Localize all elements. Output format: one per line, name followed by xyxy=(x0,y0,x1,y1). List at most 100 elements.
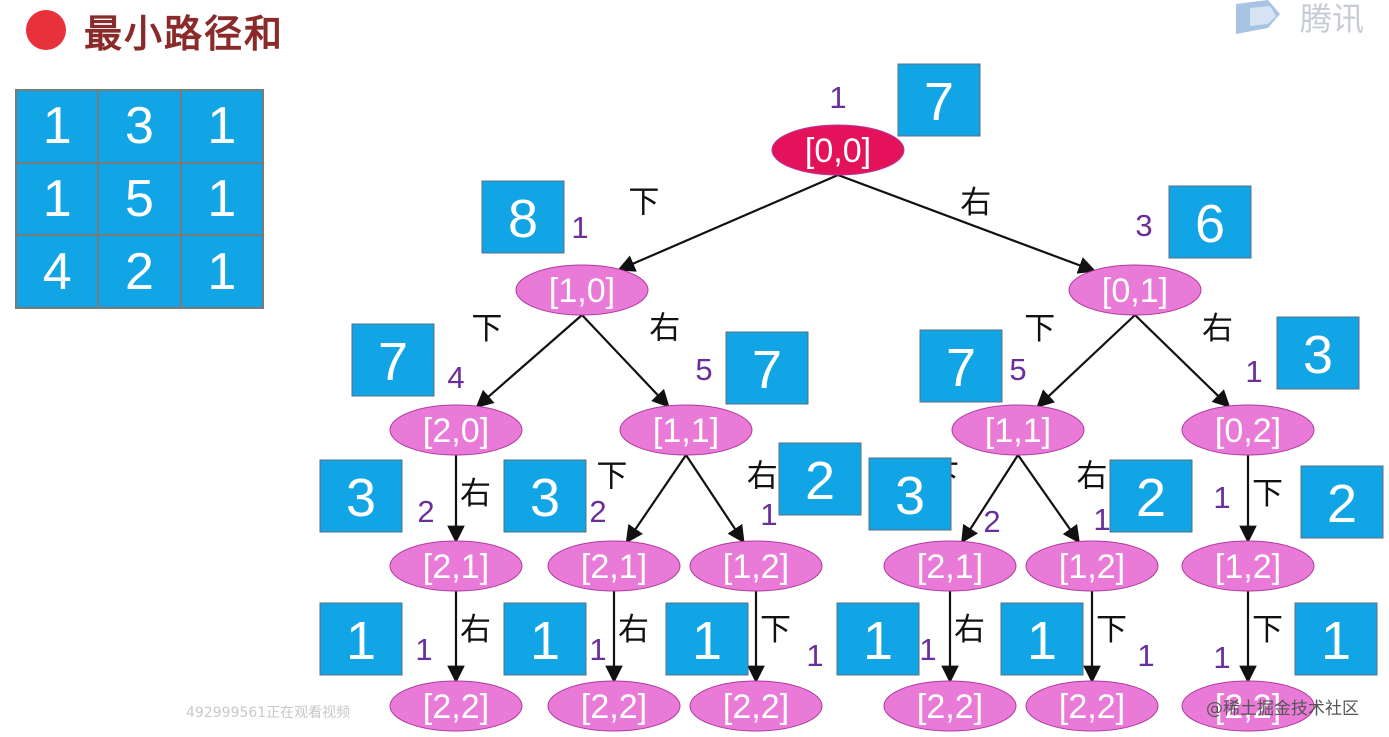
sum-box xyxy=(1276,316,1360,390)
edge-label-down: 下 xyxy=(1096,612,1127,648)
cell-weight: 1 xyxy=(1093,502,1110,537)
edge-label-right: 右 xyxy=(960,185,991,221)
tree-node xyxy=(689,540,823,592)
sum-box xyxy=(1300,465,1384,539)
edge-arrow xyxy=(617,173,839,272)
tree-node xyxy=(1068,264,1202,316)
cell-weight: 1 xyxy=(571,210,588,245)
sum-value: 1 xyxy=(530,611,560,671)
node-label: [1,1] xyxy=(653,412,719,450)
sum-box xyxy=(503,459,587,533)
node-label: [2,2] xyxy=(1059,688,1125,726)
tree-node xyxy=(1025,540,1159,592)
grid-cell-2-1: 2 xyxy=(98,235,181,308)
sum-box xyxy=(319,459,403,533)
sum-value: 7 xyxy=(378,332,408,392)
cell-weight: 1 xyxy=(1245,354,1262,389)
sum-value: 2 xyxy=(1327,474,1357,534)
sum-box xyxy=(778,442,862,516)
cell-weight: 2 xyxy=(983,504,1000,539)
sum-value: 1 xyxy=(346,611,376,671)
edge-label-down: 下 xyxy=(1024,311,1055,347)
sum-value: 2 xyxy=(805,451,835,511)
tree-node xyxy=(547,540,681,592)
cell-weight: 1 xyxy=(760,497,777,532)
edge-label-right: 右 xyxy=(618,612,649,648)
sum-box xyxy=(1168,185,1252,259)
tree-node xyxy=(883,680,1017,732)
cell-weight: 1 xyxy=(1213,640,1230,675)
edge-label-down: 下 xyxy=(471,311,502,347)
cell-weight: 1 xyxy=(829,80,846,115)
sum-box xyxy=(1000,602,1084,676)
sum-box xyxy=(351,323,435,397)
grid-cell-1-2: 1 xyxy=(180,162,263,236)
sum-value: 3 xyxy=(530,468,560,528)
sum-value: 7 xyxy=(946,338,976,398)
node-label: [1,2] xyxy=(1059,548,1125,586)
sum-box xyxy=(897,63,981,137)
cell-weight: 1 xyxy=(589,632,606,667)
site-watermark: @稀土掘金技术社区 xyxy=(1206,699,1359,719)
node-label: [2,2] xyxy=(723,688,789,726)
node-label: [1,1] xyxy=(985,412,1051,450)
sum-value: 1 xyxy=(1027,611,1057,671)
edge-arrow xyxy=(837,173,1097,274)
sum-box xyxy=(319,602,403,676)
cell-weight: 2 xyxy=(417,494,434,529)
cell-weight: 2 xyxy=(589,494,606,529)
tree-node xyxy=(1181,540,1315,592)
cell-weight: 5 xyxy=(695,352,712,387)
cell-weight: 1 xyxy=(1137,638,1154,673)
grid-cell-0-2: 1 xyxy=(180,90,263,163)
edge-arrow xyxy=(1036,314,1136,408)
edge-label-down: 下 xyxy=(1252,476,1283,512)
edge-arrow xyxy=(581,314,670,408)
node-label: [2,1] xyxy=(581,548,647,586)
sum-box xyxy=(665,602,749,676)
edge-arrow xyxy=(685,454,745,544)
grid-cell-2-2: 1 xyxy=(180,235,263,308)
title-bar: 最小路径和 xyxy=(26,6,284,56)
grid-cell-0-1: 3 xyxy=(98,90,181,163)
sum-box xyxy=(481,180,565,254)
node-label: [0,0] xyxy=(805,132,871,170)
node-label: [2,2] xyxy=(917,688,983,726)
cell-weight: 5 xyxy=(1009,352,1026,387)
sum-value: 3 xyxy=(895,466,925,526)
grid-cell-1-1: 5 xyxy=(98,162,181,236)
sum-box xyxy=(1294,602,1378,676)
sum-value: 7 xyxy=(752,340,782,400)
edge-label-down: 下 xyxy=(628,184,659,220)
sum-box xyxy=(868,457,952,531)
sum-value: 1 xyxy=(863,611,893,671)
grid-cell-2-0: 4 xyxy=(16,235,99,308)
edge-arrow xyxy=(475,314,583,408)
cell-weight: 1 xyxy=(415,632,432,667)
cell-weight: 3 xyxy=(1135,208,1152,243)
sum-value: 6 xyxy=(1195,194,1225,254)
edge-label-right: 右 xyxy=(649,311,680,347)
edge-label-down: 下 xyxy=(760,612,791,648)
grid-cell-1-0: 1 xyxy=(16,162,99,236)
tree-node xyxy=(389,540,523,592)
node-label: [0,1] xyxy=(1102,272,1168,310)
sum-value: 3 xyxy=(346,468,376,528)
edge-arrow xyxy=(625,454,687,544)
node-label: [1,2] xyxy=(723,548,789,586)
tree-node xyxy=(389,680,523,732)
sum-box xyxy=(836,602,920,676)
sum-box xyxy=(725,331,809,405)
node-label: [2,2] xyxy=(581,688,647,726)
sum-box xyxy=(919,329,1003,403)
edge-label-right: 右 xyxy=(747,458,778,494)
node-label: [1,2] xyxy=(1215,548,1281,586)
tencent-logo: 腾讯 xyxy=(1236,0,1364,38)
sum-value: 2 xyxy=(1136,468,1166,528)
node-label: [2,1] xyxy=(423,548,489,586)
node-label: [2,2] xyxy=(423,688,489,726)
grid-cell-0-0: 1 xyxy=(16,90,99,163)
sum-value: 8 xyxy=(508,189,538,249)
cell-weight: 1 xyxy=(1213,480,1230,515)
